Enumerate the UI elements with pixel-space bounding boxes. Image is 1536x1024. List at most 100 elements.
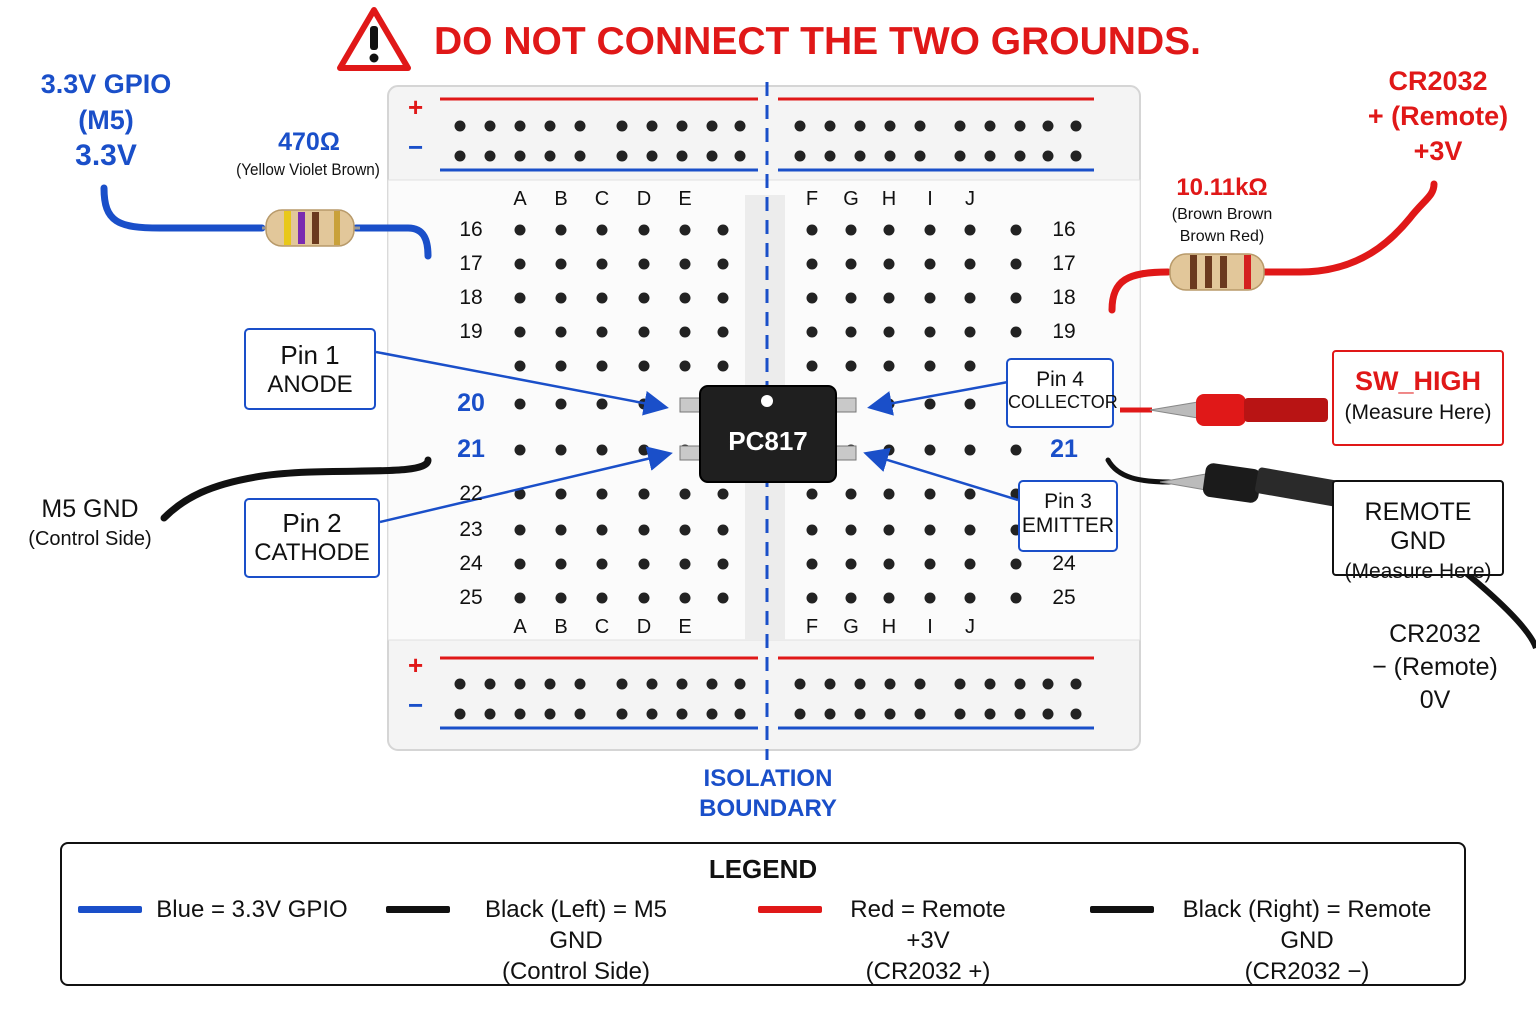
rail-hole [1014, 678, 1026, 690]
pin4-arrow [867, 380, 1009, 416]
row-label: 24 [1052, 552, 1076, 575]
breadboard-hole [883, 592, 895, 604]
pin3-title: Pin 3 [1044, 490, 1092, 513]
rail-hole [794, 150, 806, 162]
breadboard-hole [964, 292, 976, 304]
column-label: J [965, 188, 975, 210]
rail-hole [646, 120, 658, 132]
breadboard-hole [717, 558, 729, 570]
row-label: 19 [1052, 320, 1076, 343]
chip-label: PC817 [728, 426, 808, 456]
left-supply-line3: 3.3V [75, 139, 137, 172]
breadboard-hole [806, 326, 818, 338]
rail-hole [1070, 678, 1082, 690]
row-label: 22 [459, 482, 483, 505]
rail-hole [1042, 678, 1054, 690]
rail-hole [954, 708, 966, 720]
rail-hole [984, 120, 996, 132]
column-label: E [678, 188, 692, 210]
breadboard-hole [555, 258, 567, 270]
breadboard-hole [845, 592, 857, 604]
breadboard-hole [883, 326, 895, 338]
breadboard-hole [679, 488, 691, 500]
breadboard-hole [845, 292, 857, 304]
rail-hole [514, 150, 526, 162]
rail-hole [616, 150, 628, 162]
breadboard-hole [514, 444, 526, 456]
right-supply-line1: CR2032 [1388, 66, 1488, 96]
breadboard-hole [514, 524, 526, 536]
breadboard-hole [964, 224, 976, 236]
rail-hole [676, 678, 688, 690]
rail-hole [484, 708, 496, 720]
breadboard-hole [964, 398, 976, 410]
breadboard-hole [845, 326, 857, 338]
breadboard-hole [596, 488, 608, 500]
rail-hole [676, 150, 688, 162]
red-remote-wire [1108, 180, 1438, 314]
rail-hole [574, 150, 586, 162]
breadboard-hole [845, 224, 857, 236]
rail-hole [1042, 120, 1054, 132]
warning-triangle-icon [337, 7, 411, 71]
isolation-line1: ISOLATION [703, 765, 833, 792]
black-m5-gnd-wire [160, 456, 432, 522]
row-label: 21 [1050, 435, 1078, 463]
rail-hole [734, 120, 746, 132]
breadboard-hole [883, 360, 895, 372]
rail-plus-top: + [408, 92, 424, 122]
rail-hole [734, 708, 746, 720]
column-label: H [881, 188, 897, 210]
breadboard-hole [638, 592, 650, 604]
legend-item-4-line2: (CR2032 −) [1244, 958, 1370, 985]
breadboard-hole [555, 398, 567, 410]
m5-gnd-line1: M5 GND [41, 495, 139, 523]
row-label: 20 [457, 389, 485, 417]
row-label: 25 [1052, 586, 1076, 609]
column-label: G [843, 616, 859, 638]
rail-hole [484, 150, 496, 162]
breadboard-hole [679, 326, 691, 338]
breadboard-hole [596, 444, 608, 456]
breadboard-hole [514, 224, 526, 236]
breadboard-hole [514, 326, 526, 338]
breadboard-hole [806, 360, 818, 372]
breadboard-hole [555, 592, 567, 604]
rail-minus-top: − [408, 132, 424, 162]
breadboard-hole [638, 292, 650, 304]
pin4-title: Pin 4 [1036, 368, 1084, 391]
resistor-left-value: 470Ω [278, 128, 340, 156]
breadboard-hole [717, 524, 729, 536]
rail-hole [574, 120, 586, 132]
legend-swatch-blue [78, 906, 142, 913]
breadboard-hole [717, 592, 729, 604]
rail-hole [646, 708, 658, 720]
red-probe-icon [1120, 394, 1328, 426]
rail-hole [1070, 150, 1082, 162]
pin3-arrow [863, 447, 1019, 502]
rail-hole [954, 678, 966, 690]
breadboard-hole [924, 524, 936, 536]
breadboard-hole [924, 398, 936, 410]
breadboard-hole [806, 592, 818, 604]
isolation-boundary-label: ISOLATION BOUNDARY [688, 764, 848, 824]
breadboard-hole [679, 524, 691, 536]
row-label: 19 [459, 320, 483, 343]
breadboard-hole [806, 258, 818, 270]
rail-hole [824, 120, 836, 132]
breadboard-hole [1010, 224, 1022, 236]
breadboard-hole [964, 258, 976, 270]
rail-hole [706, 678, 718, 690]
breadboard-hole [679, 558, 691, 570]
breadboard-hole [555, 558, 567, 570]
column-label: F [805, 616, 819, 638]
breadboard-hole [924, 292, 936, 304]
breadboard-hole [964, 444, 976, 456]
black-probe-icon [1159, 463, 1341, 507]
breadboard-hole [717, 258, 729, 270]
rail-hole [544, 678, 556, 690]
pin2-name: CATHODE [254, 539, 370, 566]
breadboard-hole [924, 444, 936, 456]
breadboard-hole [883, 444, 895, 456]
breadboard-hole [1010, 292, 1022, 304]
